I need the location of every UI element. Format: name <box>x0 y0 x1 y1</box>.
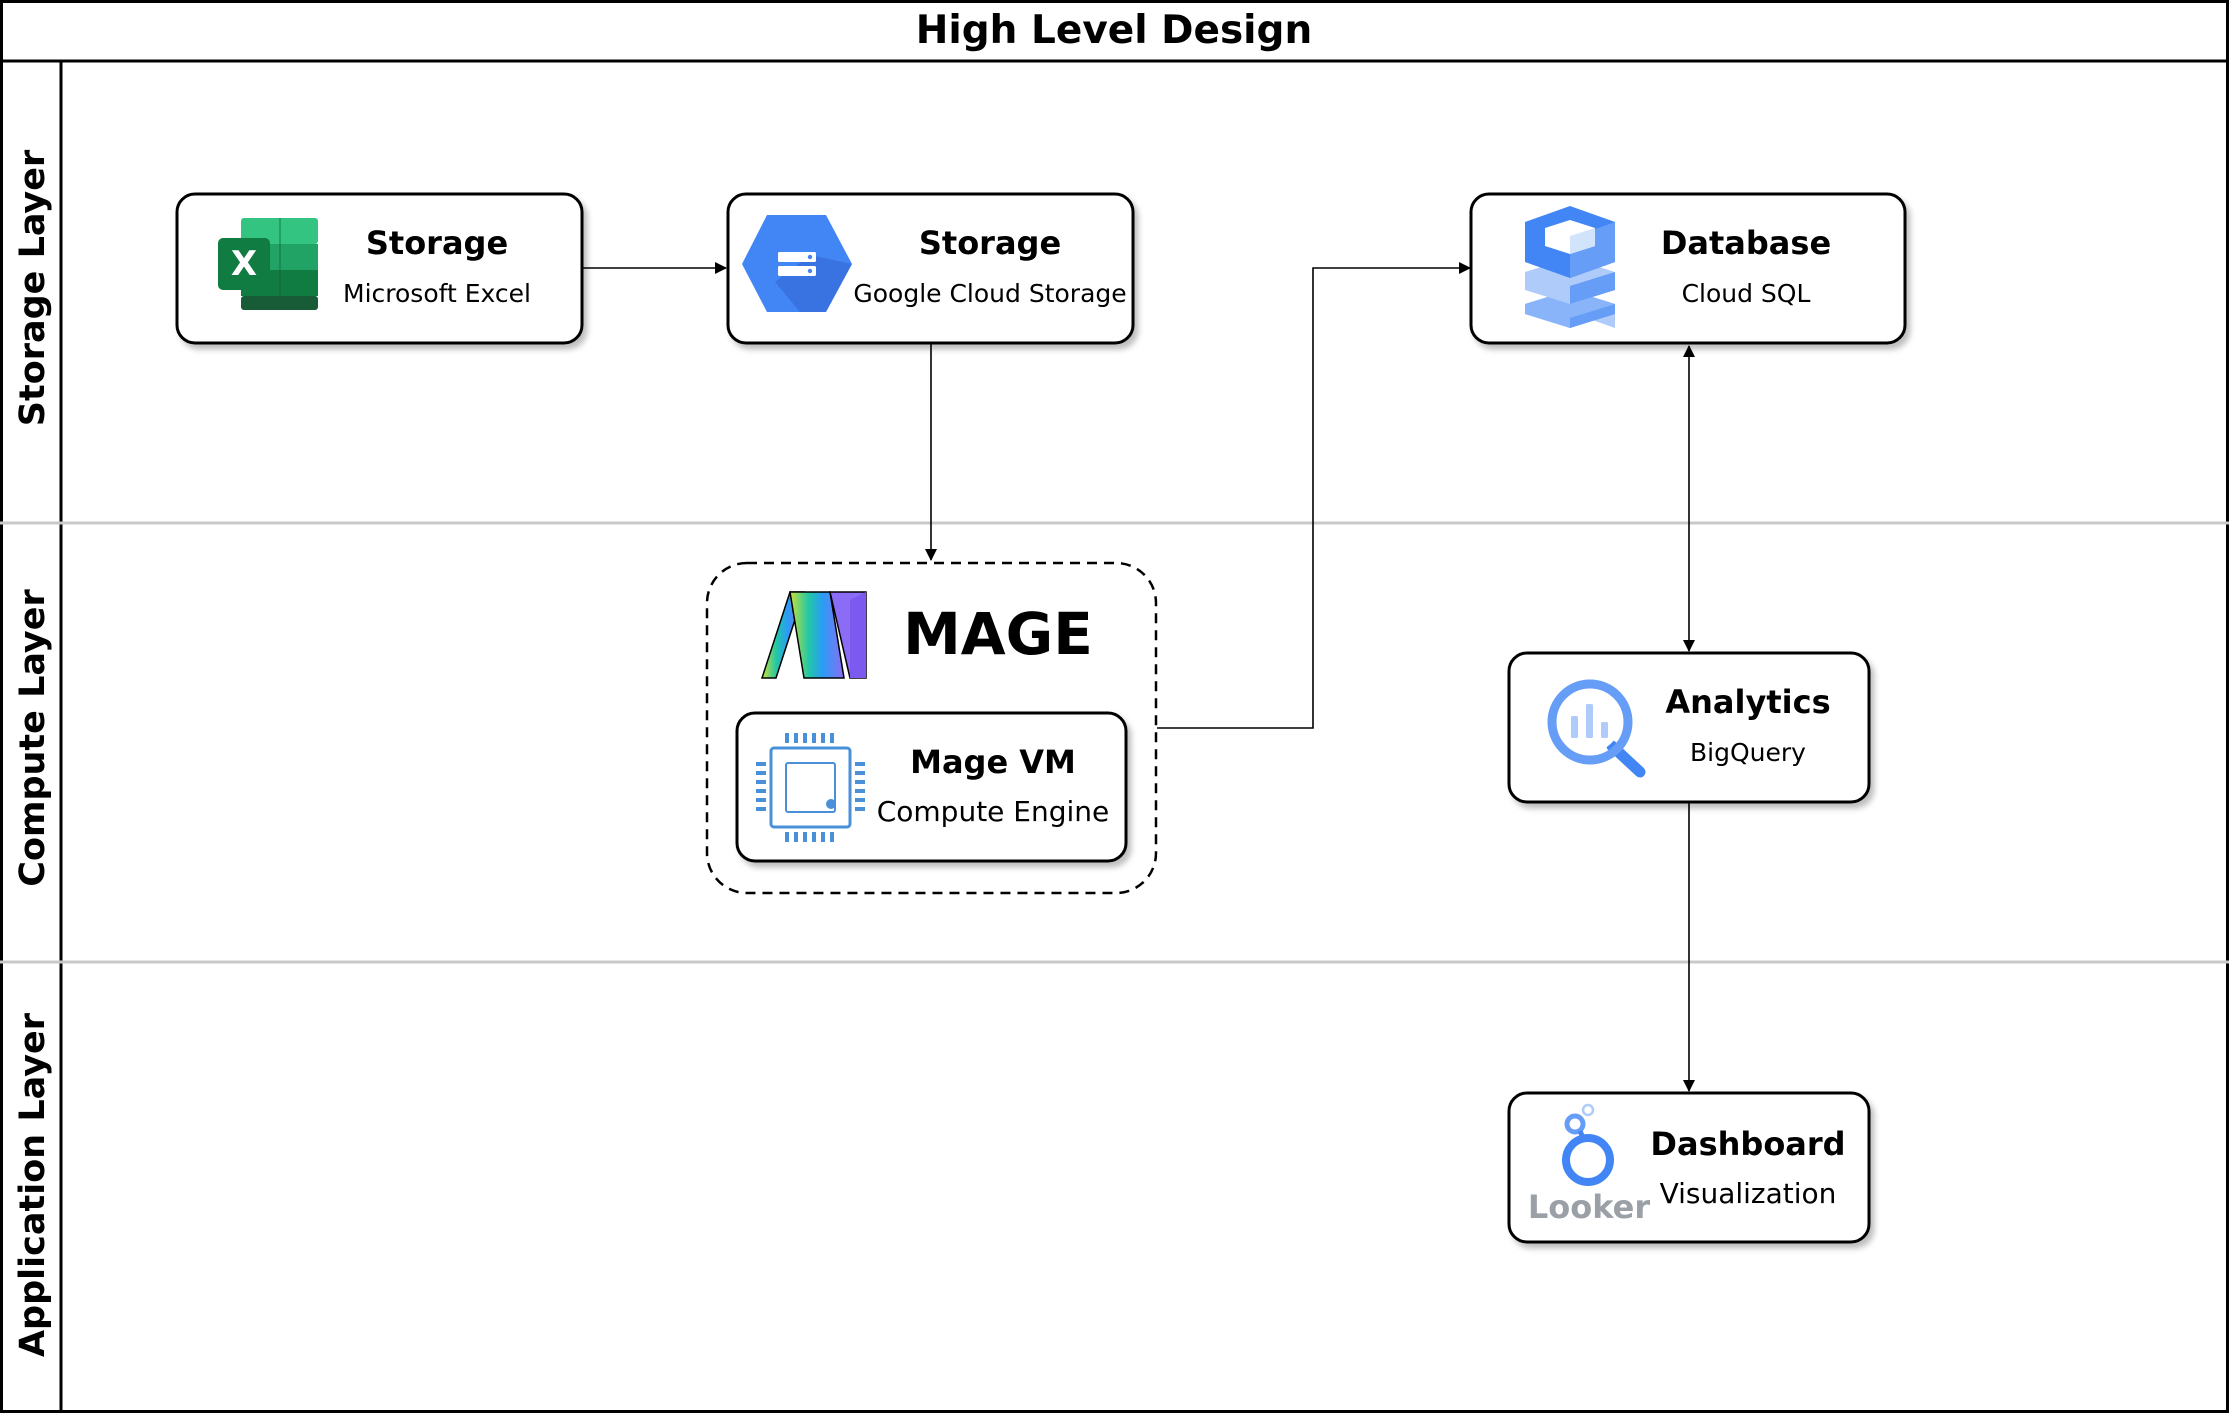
node-looker-dashboard[interactable]: Looker Dashboard Visualization <box>1507 1091 1871 1244</box>
compute-engine-icon <box>756 733 865 842</box>
node-mage-vm[interactable]: Mage VM Compute Engine <box>735 711 1128 863</box>
node-title: Dashboard <box>1650 1125 1845 1163</box>
mage-logo-text: MAGE <box>903 600 1093 668</box>
mage-group-border <box>705 561 1158 895</box>
bigquery-icon <box>1547 679 1646 778</box>
node-title: Database <box>1661 224 1831 262</box>
looker-icon <box>1562 1103 1614 1186</box>
node-subtitle: Microsoft Excel <box>343 279 531 308</box>
node-title: Storage <box>366 224 508 262</box>
node-title: Storage <box>919 224 1061 262</box>
node-subtitle: Cloud SQL <box>1682 279 1811 308</box>
node-box <box>1507 651 1871 804</box>
edge-mage-to-cloudsql <box>1157 262 1471 729</box>
svg-text:X: X <box>231 244 257 284</box>
mage-logo-icon <box>760 591 867 679</box>
node-title: Analytics <box>1665 683 1830 721</box>
lane-label-compute: Compute Layer <box>13 589 53 887</box>
node-title: Mage VM <box>910 743 1076 781</box>
node-subtitle: Compute Engine <box>877 795 1110 828</box>
node-subtitle: Google Cloud Storage <box>853 279 1126 308</box>
cloud-sql-icon <box>1525 206 1615 328</box>
looker-logo-text: Looker <box>1528 1188 1650 1226</box>
excel-icon: X <box>218 218 318 310</box>
node-subtitle: BigQuery <box>1690 738 1806 767</box>
node-cloud-sql-database[interactable]: Database Cloud SQL <box>1469 192 1907 345</box>
mage-group[interactable]: MAGE <box>705 561 1158 895</box>
node-excel-storage[interactable]: X Storage Microsoft Excel <box>175 192 584 345</box>
node-box <box>1507 1091 1871 1244</box>
diagram-title: High Level Design <box>916 8 1312 53</box>
node-gcs-storage[interactable]: Storage Google Cloud Storage <box>726 192 1135 345</box>
lane-label-application: Application Layer <box>13 1012 53 1357</box>
edges <box>582 262 1695 1092</box>
node-subtitle: Visualization <box>1660 1177 1837 1210</box>
node-bigquery-analytics[interactable]: Analytics BigQuery <box>1507 651 1871 804</box>
cloud-storage-icon <box>742 215 852 312</box>
node-box <box>735 711 1128 863</box>
node-box <box>1469 192 1907 345</box>
lane-label-storage: Storage Layer <box>13 149 53 426</box>
